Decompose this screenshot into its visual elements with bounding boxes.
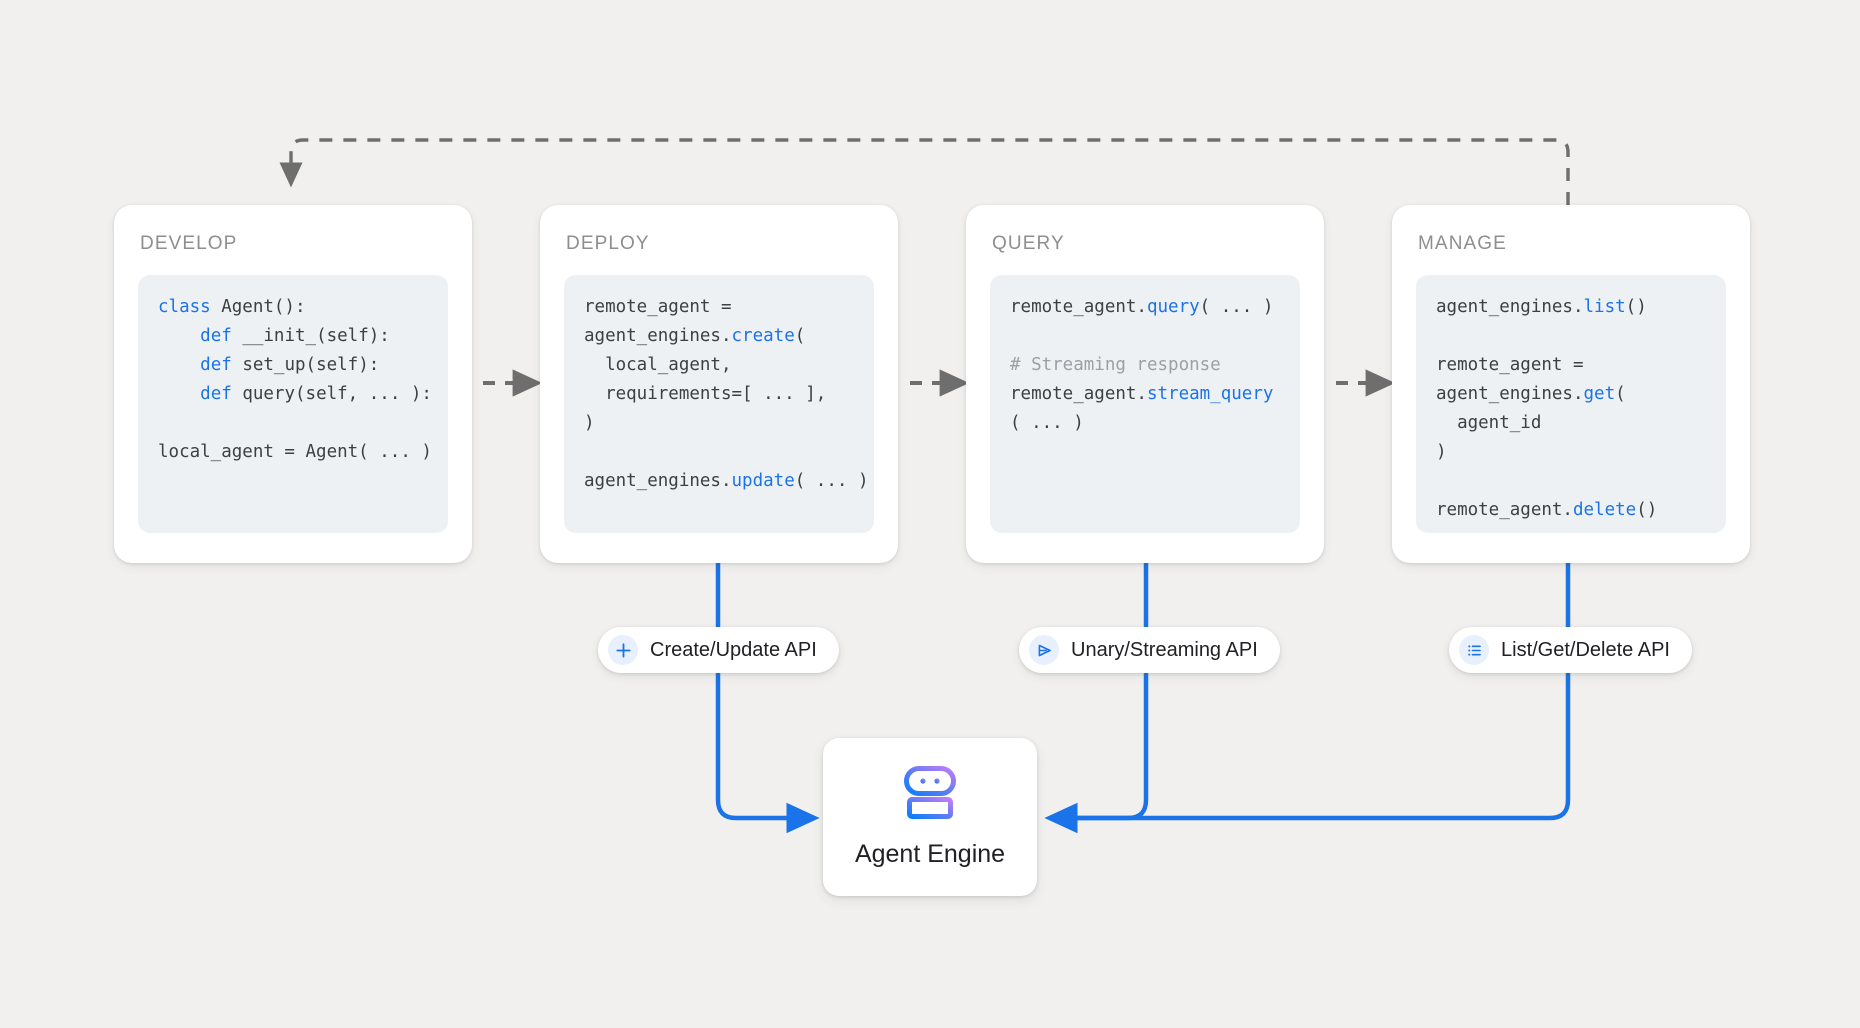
feedback-dashed-arrow — [279, 138, 1570, 205]
stage-title-develop: DEVELOP — [140, 233, 238, 254]
api-pill-list-get-delete[interactable]: List/Get/Delete API — [1449, 627, 1692, 673]
stage-card-query[interactable]: QUERY remote_agent.query( ... ) # Stream… — [966, 205, 1324, 563]
stage-card-deploy[interactable]: DEPLOY remote_agent =agent_engines.creat… — [540, 205, 898, 563]
stage-card-develop[interactable]: DEVELOP class Agent(): def __init_(self)… — [114, 205, 472, 563]
api-pill-label: Create/Update API — [650, 638, 817, 661]
stage-card-manage[interactable]: MANAGE agent_engines.list() remote_agent… — [1392, 205, 1750, 563]
code-block-deploy: remote_agent =agent_engines.create( loca… — [564, 275, 874, 533]
stage-title-manage: MANAGE — [1418, 233, 1507, 254]
code-text-query: remote_agent.query( ... ) # Streaming re… — [1010, 297, 1274, 433]
api-pill-label: Unary/Streaming API — [1071, 638, 1258, 661]
code-text-deploy: remote_agent =agent_engines.create( loca… — [584, 297, 869, 491]
api-pill-unary-streaming[interactable]: Unary/Streaming API — [1019, 627, 1280, 673]
wire-query-to-agent-engine — [1044, 563, 1149, 834]
list-icon — [1459, 635, 1489, 665]
code-text-manage: agent_engines.list() remote_agent =agent… — [1436, 297, 1658, 520]
plus-icon — [608, 635, 638, 665]
code-block-manage: agent_engines.list() remote_agent =agent… — [1416, 275, 1726, 533]
code-text-develop: class Agent(): def __init_(self): def se… — [158, 297, 432, 462]
send-triangle-icon — [1029, 635, 1059, 665]
api-pill-create-update[interactable]: Create/Update API — [598, 627, 839, 673]
agent-engine-node[interactable]: Agent Engine — [823, 738, 1037, 896]
code-block-develop: class Agent(): def __init_(self): def se… — [138, 275, 448, 533]
stage-title-query: QUERY — [992, 233, 1065, 254]
wire-deploy-to-agent-engine — [715, 563, 820, 834]
stage-title-deploy: DEPLOY — [566, 233, 650, 254]
api-pill-label: List/Get/Delete API — [1501, 638, 1670, 661]
robot-icon — [898, 765, 962, 826]
agent-engine-label: Agent Engine — [854, 840, 1006, 868]
code-block-query: remote_agent.query( ... ) # Streaming re… — [990, 275, 1300, 533]
wire-manage-to-agent-engine — [1057, 563, 1571, 821]
